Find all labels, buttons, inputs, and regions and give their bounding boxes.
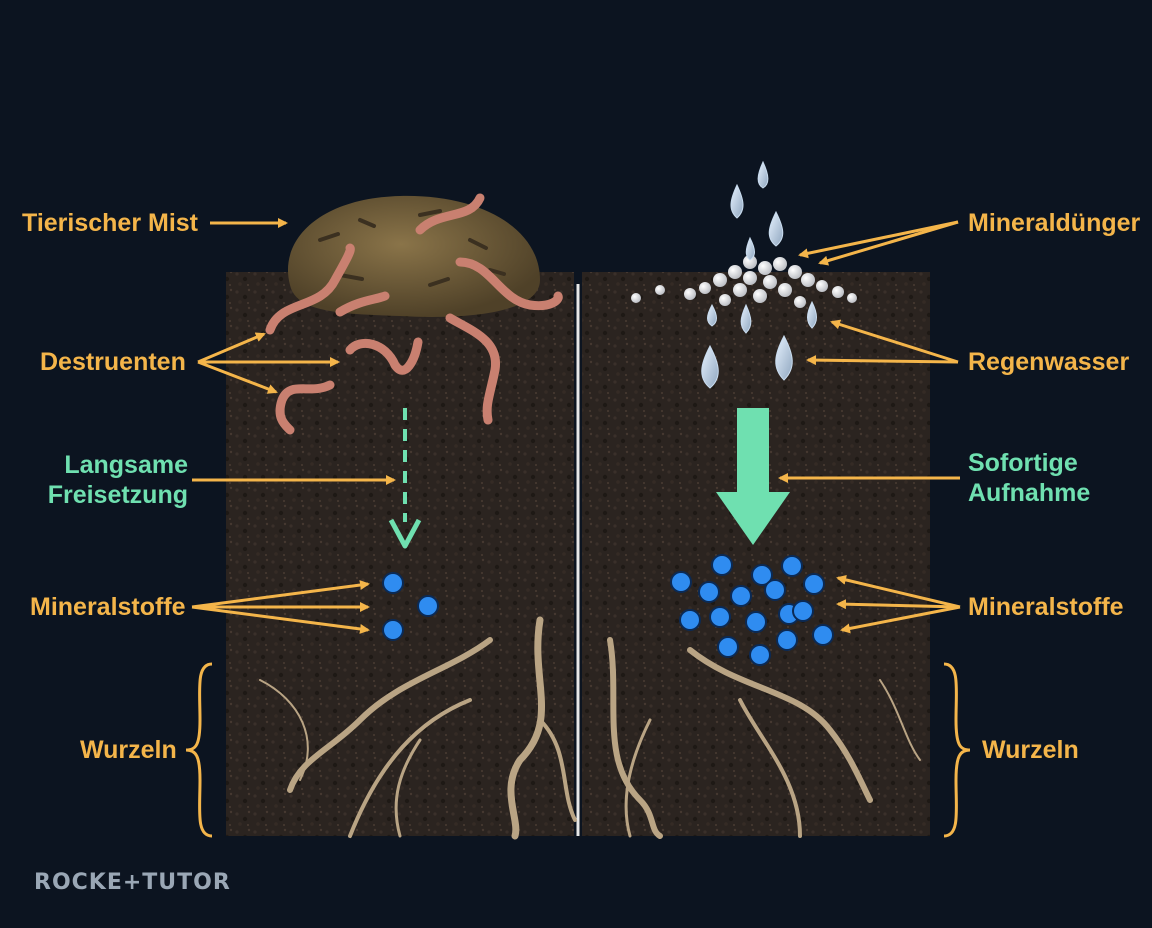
label-fast-uptake: Sofortige Aufnahme [968,448,1090,508]
minerals-left [382,572,439,641]
right-pointer-arrows [778,220,961,634]
minerals-right [670,554,834,666]
roots [259,616,921,840]
root-braces [185,662,971,838]
manure-pile [287,195,540,317]
fertilizer-pellets [631,255,857,308]
label-fertilizer: Mineraldünger [968,209,1141,237]
right-soil-block [582,272,930,836]
water-drops [701,160,817,389]
label-minerals-right: Mineralstoffe [968,593,1124,621]
label-slow-release-line1: Langsame [64,451,188,479]
label-minerals-left: Mineralstoffe [30,593,186,621]
left-pointer-arrows [191,218,396,634]
label-fast-uptake-line1: Sofortige [968,449,1078,477]
label-fast-uptake-line2: Aufnahme [968,479,1091,507]
label-rainwater: Regenwasser [968,348,1130,376]
label-slow-release-line2: Freisetzung [47,481,188,509]
earthworms [265,193,563,435]
label-decomposers: Destruenten [40,348,186,376]
label-manure: Tierischer Mist [22,209,199,237]
slow-release-arrow [388,408,422,549]
immediate-uptake-arrow [716,408,790,545]
label-slow-release: Langsame Freisetzung [48,450,188,510]
brand-logo: ROCKE+TUTOR [34,870,231,895]
label-roots-left: Wurzeln [80,736,177,764]
label-roots-right: Wurzeln [982,736,1079,764]
